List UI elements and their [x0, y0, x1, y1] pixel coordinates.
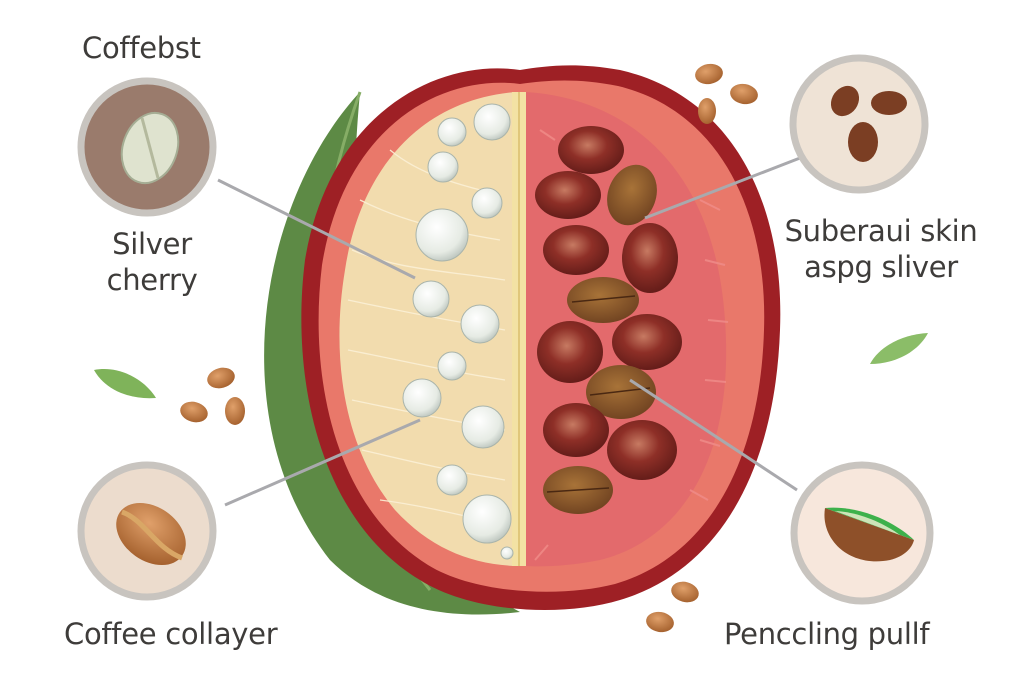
pearl: [437, 351, 467, 381]
caption-top-left: Coffebst: [82, 31, 201, 65]
bean: [543, 225, 609, 275]
scattered-beans: [180, 63, 758, 633]
bean: [607, 420, 677, 480]
pearl: [471, 187, 503, 219]
bean: [622, 223, 678, 293]
pearl: [462, 494, 512, 544]
pearl: [500, 546, 514, 560]
pointer-line-top-right: [644, 156, 801, 220]
pointer-lines: [217, 156, 801, 507]
pearl: [415, 208, 469, 262]
bean: [543, 403, 609, 457]
pulp-right-texture: [534, 129, 729, 561]
bean: [612, 314, 682, 370]
bean: [535, 171, 601, 219]
pearl: [460, 304, 500, 344]
bean: [558, 126, 624, 174]
pointer-line-bottom-left: [224, 418, 421, 507]
pearl: [412, 280, 450, 318]
silver-pearls: [402, 103, 514, 560]
label-right-upper-line2: aspg sliver: [804, 250, 958, 284]
pearl: [473, 103, 511, 141]
pearl: [402, 378, 442, 418]
pearl: [437, 117, 467, 147]
label-right-upper-line1: Suberaui skin: [784, 214, 978, 248]
roasted-bean-icon: [848, 122, 878, 162]
label-left-upper-line2: cherry: [106, 263, 198, 297]
bean: [537, 321, 603, 383]
bean: [607, 164, 657, 226]
cherry-beans: [535, 126, 682, 514]
pearl: [427, 151, 459, 183]
pearl: [461, 405, 505, 449]
small-leaf-left: [94, 369, 156, 399]
roasted-bean-icon: [871, 91, 907, 115]
label-bottom-left: Coffee collayer: [64, 617, 278, 651]
label-bottom-right: Penccling pullf: [724, 617, 930, 651]
fruit-half-icon: [824, 508, 914, 562]
callout-top-left: [77, 77, 217, 217]
pearl: [436, 464, 468, 496]
label-right-upper: Suberaui skin aspg sliver: [768, 213, 994, 285]
roasted-bean-icon: [830, 85, 860, 117]
label-left-upper-line1: Silver: [112, 227, 192, 261]
callout-bottom-right: [790, 461, 934, 605]
pointer-line-top-left: [217, 178, 416, 280]
callout-top-right: [789, 54, 929, 194]
label-left-upper: Silver cherry: [92, 226, 212, 298]
bean: [567, 277, 639, 323]
pointer-line-bottom-right: [629, 378, 798, 492]
callout-bottom-left: [77, 461, 217, 601]
small-leaf-right: [870, 333, 928, 364]
